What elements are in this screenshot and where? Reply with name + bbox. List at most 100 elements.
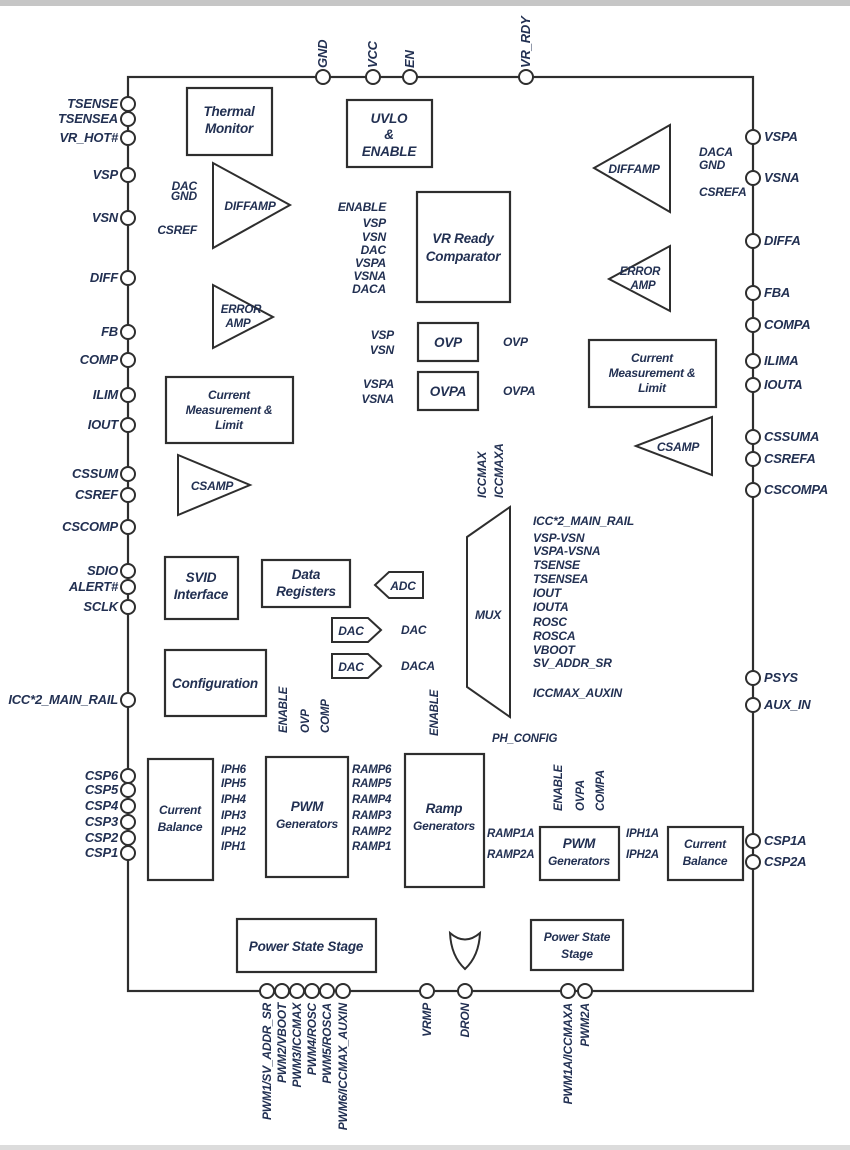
label-iph2a: IPH2A (626, 849, 659, 861)
label-csref-in: CSREF (157, 223, 198, 237)
pin-tsense (120, 96, 136, 112)
pwm-generators-left-title-1: PWM (291, 799, 324, 814)
label-vr-vsn: VSN (362, 230, 387, 244)
pin-csp5 (120, 782, 136, 798)
thermal-monitor-title-2: Monitor (205, 121, 254, 136)
pin-vr-rdy (518, 69, 534, 85)
current-measurement-limit-block-left (164, 375, 295, 445)
cml-left-title-1: Current (208, 388, 251, 402)
label-mux-vspa-vsna: VSPA-VSNA (533, 544, 600, 558)
label-iph1a: IPH1A (626, 828, 659, 840)
pin-vsna (745, 170, 761, 186)
error-amp-left-title-1: ERROR (221, 304, 262, 316)
pin-sclk (120, 599, 136, 615)
uvlo-title-3: ENABLE (362, 144, 417, 159)
pwm-generators-block-right (538, 825, 621, 882)
label-cssuma: CSSUMA (764, 429, 819, 444)
pin-ilima (745, 353, 761, 369)
label-vr-hot: VR_HOT# (59, 130, 119, 145)
label-iccmax: ICCMAX (475, 451, 489, 498)
pin-cssum (120, 466, 136, 482)
power-state-stage-right-title-1: Power State (544, 930, 611, 944)
ovpa-block (416, 370, 480, 412)
label-iph3: IPH3 (221, 810, 247, 822)
label-csp2: CSP2 (85, 830, 119, 845)
label-csrefa-in: CSREFA (699, 185, 746, 199)
label-cscomp: CSCOMP (62, 519, 118, 534)
error-amp-right (606, 244, 671, 313)
label-vrmp: VRMP (420, 1002, 434, 1037)
ovp-title: OVP (434, 335, 463, 350)
pin-pwm1-sv-addr-sr (259, 983, 275, 999)
bottom-pin-labels: PWM1/SV_ADDR_SR PWM2/VBOOT PWM3/ICCMAX P… (260, 1001, 592, 1130)
label-sdio: SDIO (87, 563, 118, 578)
label-mux-sv-addr-sr: SV_ADDR_SR (533, 656, 612, 670)
pwm-generators-left-title-2: Generators (276, 817, 339, 831)
pin-comp (120, 352, 136, 368)
label-pwm1-sv-addr-sr: PWM1/SV_ADDR_SR (260, 1002, 274, 1120)
uvlo-title-1: UVLO (371, 111, 408, 126)
pwm-generators-block-left (264, 755, 350, 879)
left-pin-labels: TSENSE TSENSEA VR_HOT# VSP VSN DIFF FB C… (8, 96, 120, 860)
label-diffa: DIFFA (764, 233, 801, 248)
error-amp-left-title-2: AMP (225, 318, 251, 330)
pwm-generators-right-title-2: Generators (548, 854, 611, 868)
label-csp4: CSP4 (85, 798, 119, 813)
label-ilima: ILIMA (764, 353, 798, 368)
label-ramp1: RAMP1 (352, 841, 391, 853)
svid-interface-block (163, 555, 240, 621)
label-iout: IOUT (88, 417, 120, 432)
csamp-left-title: CSAMP (191, 479, 235, 493)
label-gnd-in-a: GND (699, 158, 726, 172)
power-state-stage-block-left (235, 917, 378, 974)
diffamp-left-input-labels: DAC GND CSREF (157, 179, 198, 237)
csamp-right (633, 415, 713, 477)
dac2-title: DAC (338, 660, 364, 674)
label-pwm2-ovpa: OVPA (575, 780, 587, 811)
diffamp-left-title: DIFFAMP (224, 199, 276, 213)
label-iouta: IOUTA (764, 377, 802, 392)
vr-ready-title-2: Comparator (426, 249, 501, 264)
cml-left-title-3: Limit (215, 418, 244, 432)
pin-tsensea (120, 111, 136, 127)
cml-right-title-3: Limit (638, 381, 667, 395)
label-vr-dac: DAC (361, 243, 387, 257)
label-mux-iouta: IOUTA (533, 600, 568, 614)
label-vr-daca: DACA (352, 282, 386, 296)
label-icc2-main-rail: ICC*2_MAIN_RAIL (8, 692, 118, 707)
label-ovp-vsn: VSN (370, 343, 395, 357)
pin-iout (120, 417, 136, 433)
label-csref: CSREF (75, 487, 119, 502)
mux-title: MUX (475, 608, 502, 622)
label-iccmaxa: ICCMAXA (492, 443, 506, 498)
label-csp3: CSP3 (85, 814, 119, 829)
label-ramp5: RAMP5 (352, 778, 392, 790)
ramp-labels: RAMP6 RAMP5 RAMP4 RAMP3 RAMP2 RAMP1 (352, 764, 392, 853)
power-state-stage-block-right (529, 918, 625, 972)
ramp-generators-title-1: Ramp (426, 801, 463, 816)
label-csp5: CSP5 (85, 782, 119, 797)
error-amp-right-title-2: AMP (630, 280, 656, 292)
current-balance-block-left (146, 757, 215, 882)
pin-csref (120, 487, 136, 503)
pin-csrefa (745, 451, 761, 467)
label-ilim: ILIM (93, 387, 120, 402)
pin-vr-hot (120, 130, 136, 146)
vr-ready-title-1: VR Ready (432, 231, 495, 246)
pin-pwm5-rosca (319, 983, 335, 999)
uvlo-enable-block (345, 98, 434, 169)
label-dron: DRON (458, 1002, 472, 1037)
label-cscompa: CSCOMPA (764, 482, 828, 497)
label-gnd: GND (315, 39, 330, 68)
label-iph1: IPH1 (221, 841, 246, 853)
label-alert: ALERT# (68, 579, 119, 594)
pin-alert (120, 579, 136, 595)
label-psys: PSYS (764, 670, 798, 685)
pin-vspa (745, 129, 761, 145)
diffamp-right (591, 123, 671, 214)
pin-csp1 (120, 845, 136, 861)
label-csp1: CSP1 (85, 845, 118, 860)
pin-vsp (120, 167, 136, 183)
label-ph-config: PH_CONFIG (492, 733, 558, 745)
label-daca-out: DACA (401, 659, 435, 673)
